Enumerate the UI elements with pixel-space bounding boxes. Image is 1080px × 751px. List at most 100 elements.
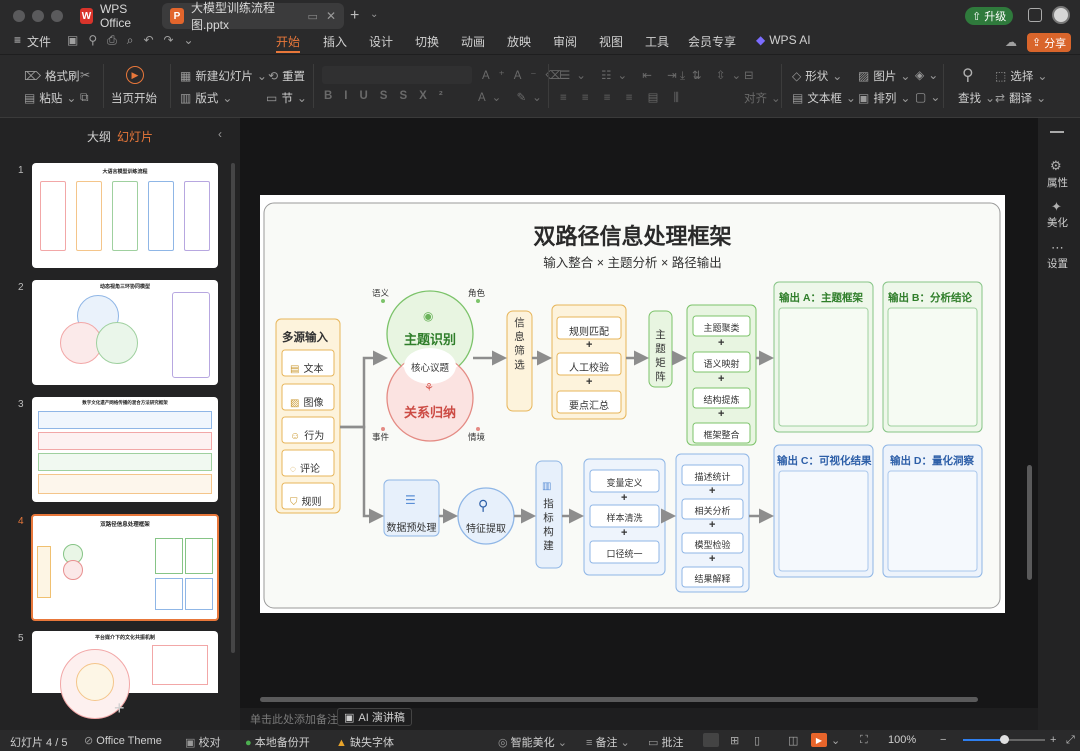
alignment-buttons[interactable]: ≡ ≡ ≡ ≡ ▤ ⫼ bbox=[560, 92, 685, 104]
properties-label[interactable]: 属性 bbox=[1047, 177, 1068, 189]
list-buttons[interactable]: ☰⌄ ☷⌄ ⇤ ⇥ ⇅ bbox=[560, 70, 708, 82]
tab-wps-home[interactable]: W WPS Office bbox=[72, 2, 158, 30]
file-menu[interactable]: ≡文件 bbox=[14, 33, 51, 50]
cluster-box[interactable]: 主题聚类 bbox=[703, 323, 740, 333]
font-style-buttons[interactable]: BIUSSX² bbox=[324, 90, 455, 102]
menu-home[interactable]: 开始 bbox=[276, 35, 301, 49]
maximize-window-button[interactable] bbox=[51, 10, 63, 22]
input-item-rules[interactable]: ⛉规则 bbox=[290, 493, 322, 508]
new-tab-icon[interactable]: + bbox=[350, 7, 360, 24]
slide-title[interactable]: 双路径信息处理框架 bbox=[533, 224, 732, 249]
backup-status[interactable]: ● 本地备份开 bbox=[245, 734, 310, 750]
zoom-level[interactable]: 100% bbox=[888, 734, 917, 746]
missing-font-warning[interactable]: ▲ 缺失字体 bbox=[336, 734, 394, 750]
menu-tools[interactable]: 工具 bbox=[645, 35, 670, 49]
minimize-window-button[interactable] bbox=[32, 10, 44, 22]
notes-toggle[interactable]: ≡ 备注 ⌄ bbox=[586, 734, 630, 750]
upgrade-button[interactable]: ⇧升级 bbox=[965, 7, 1014, 25]
output-b-title[interactable]: 输出 B：分析结论 bbox=[888, 292, 972, 304]
manual-check-box[interactable]: 人工校验 bbox=[569, 363, 609, 374]
reset-button[interactable]: ⟲重置 bbox=[268, 68, 305, 84]
model-test-box[interactable]: 模型检验 bbox=[694, 540, 731, 550]
ai-speech-button[interactable]: ▣AI 演讲稿 bbox=[337, 708, 412, 726]
camera-icon[interactable]: ◫ bbox=[788, 735, 799, 747]
proofing-button[interactable]: ▣ 校对 bbox=[185, 734, 220, 750]
menu-animation[interactable]: 动画 bbox=[461, 35, 486, 49]
data-preprocess-label[interactable]: 数据预处理 bbox=[386, 523, 437, 534]
text-direction-buttons[interactable]: ⤓⌄ ⇳⌄ bbox=[680, 70, 748, 82]
section-button[interactable]: ▭节⌄ bbox=[266, 90, 307, 106]
settings-label[interactable]: 设置 bbox=[1047, 258, 1068, 270]
textbox-button[interactable]: ▤文本框⌄ bbox=[792, 90, 856, 106]
input-title[interactable]: 多源输入 bbox=[282, 332, 328, 344]
summary-box[interactable]: 要点汇总 bbox=[569, 401, 609, 412]
tab-slides[interactable]: 幻灯片 bbox=[117, 130, 154, 144]
normal-view-button[interactable] bbox=[703, 733, 719, 747]
theme-indicator[interactable]: ⊘ Office Theme bbox=[84, 734, 162, 747]
panel-scrollbar[interactable] bbox=[231, 163, 235, 653]
input-item-behavior[interactable]: ☺行为 bbox=[290, 427, 324, 442]
font-color-buttons[interactable]: A⌄ ✎⌄ bbox=[478, 92, 548, 104]
tab-outline[interactable]: 大纲 bbox=[87, 130, 112, 144]
find-button[interactable]: 查找⌄ bbox=[958, 90, 995, 106]
fit-icon[interactable]: ⤢ bbox=[1066, 734, 1075, 746]
slide-thumbnail-4[interactable]: 双路径信息处理框架 bbox=[31, 514, 219, 621]
correlation-box[interactable]: 相关分析 bbox=[694, 506, 731, 516]
slide-subtitle[interactable]: 输入整合 × 主题分析 × 路径输出 bbox=[543, 256, 722, 270]
input-item-comment[interactable]: ◌评论 bbox=[290, 460, 320, 475]
slideshow-play-button[interactable]: ▶ bbox=[811, 733, 827, 747]
slide-canvas[interactable]: 双路径信息处理框架 输入整合 × 主题分析 × 路径输出 多源输入 ▤文本 ▨图… bbox=[260, 195, 1005, 613]
input-item-text[interactable]: ▤文本 bbox=[290, 360, 323, 375]
rule-matching-box[interactable]: 规则匹配 bbox=[569, 327, 609, 338]
vertical-scrollbar[interactable] bbox=[1027, 465, 1032, 580]
cut-button[interactable]: ✂ bbox=[80, 68, 90, 82]
present-icon[interactable]: ▭ bbox=[307, 10, 318, 23]
close-window-button[interactable] bbox=[13, 10, 25, 22]
relation-induction-label[interactable]: 关系归纳 bbox=[403, 405, 456, 420]
chevron-down-icon[interactable]: ⌄ bbox=[831, 735, 841, 747]
comments-toggle[interactable]: ▭ 批注 bbox=[648, 734, 683, 750]
format-painter-button[interactable]: ⌦格式刷 bbox=[24, 68, 79, 84]
outline-button[interactable]: ▢⌄ bbox=[915, 90, 940, 104]
semantic-mapping-box[interactable]: 语义映射 bbox=[703, 359, 740, 369]
text-box-margin-icon[interactable]: ⊟ bbox=[744, 70, 754, 82]
play-icon[interactable]: ▶ bbox=[126, 66, 144, 84]
fit-window-icon[interactable]: ⛶ bbox=[860, 734, 868, 746]
search-icon[interactable]: ⚲ bbox=[962, 67, 974, 84]
topic-identification-label[interactable]: 主题识别 bbox=[403, 332, 456, 347]
topic-matrix-label[interactable]: 主题矩阵 bbox=[655, 329, 666, 383]
beautify-label[interactable]: 美化 bbox=[1047, 217, 1068, 229]
slide-thumbnail-5[interactable]: 平台媒介下的文化共振机制 bbox=[32, 631, 218, 719]
result-interpret-box[interactable]: 结果解释 bbox=[694, 574, 731, 584]
window-mode-icon[interactable] bbox=[1028, 8, 1042, 22]
fill-button[interactable]: ◈⌄ bbox=[915, 68, 938, 82]
sample-clean-box[interactable]: 样本清洗 bbox=[606, 513, 643, 523]
shape-button[interactable]: ◇形状⌄ bbox=[792, 68, 842, 84]
menu-review[interactable]: 审阅 bbox=[553, 35, 578, 49]
tab-document[interactable]: P 大模型训练流程图.pptx ▭ ✕ bbox=[162, 1, 344, 32]
info-filter-label[interactable]: 信息筛选 bbox=[514, 317, 525, 371]
font-family-select[interactable] bbox=[322, 66, 472, 84]
new-slide-button[interactable]: ▦新建幻灯片⌄ bbox=[180, 68, 267, 84]
core-issue-label[interactable]: 核心议题 bbox=[410, 363, 449, 374]
close-tab-icon[interactable]: ✕ bbox=[325, 9, 336, 23]
unify-caliber-box[interactable]: 口径统一 bbox=[606, 549, 643, 559]
structure-refine-box[interactable]: 结构提炼 bbox=[703, 395, 740, 405]
output-c-title[interactable]: 输出 C：可视化结果 bbox=[777, 455, 872, 467]
slide-sorter-icon[interactable]: ⊞ bbox=[730, 735, 740, 747]
avatar[interactable] bbox=[1052, 6, 1070, 24]
indicator-build-label[interactable]: 指标构建 bbox=[543, 498, 554, 552]
output-d-title[interactable]: 输出 D：量化洞察 bbox=[890, 455, 974, 467]
add-slide-icon[interactable]: + bbox=[114, 698, 125, 718]
more-icon[interactable]: ⋯ bbox=[1051, 240, 1064, 255]
framework-integrate-box[interactable]: 框架整合 bbox=[703, 430, 740, 440]
menu-transition[interactable]: 切换 bbox=[415, 35, 440, 49]
variable-define-box[interactable]: 变量定义 bbox=[606, 478, 643, 488]
layout-button[interactable]: ▥版式⌄ bbox=[180, 90, 232, 106]
feature-extract-label[interactable]: 特征提取 bbox=[466, 524, 506, 535]
menu-slideshow[interactable]: 放映 bbox=[507, 35, 532, 49]
horizontal-scrollbar[interactable] bbox=[260, 697, 978, 702]
select-button[interactable]: ⬚选择⌄ bbox=[995, 68, 1047, 84]
font-size-buttons[interactable]: A⁺A⁻⌫ bbox=[482, 70, 571, 82]
arrange-button[interactable]: ▣排列⌄ bbox=[858, 90, 910, 106]
